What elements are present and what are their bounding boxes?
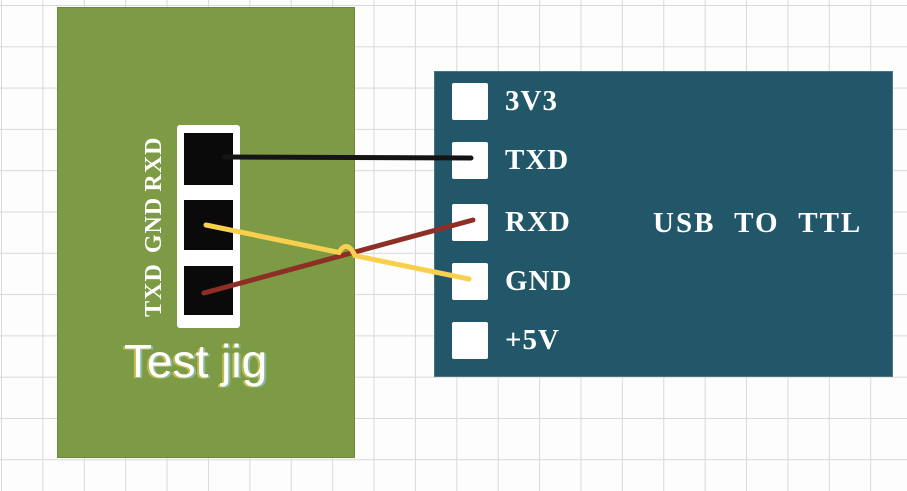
usb-ttl-pin-3v3 <box>452 83 488 120</box>
usb-ttl-pin-gnd <box>452 263 488 300</box>
test-jig-title: Test jig <box>124 335 268 387</box>
usb-ttl-pin-label-gnd: GND <box>505 265 573 297</box>
usb-ttl-board <box>434 71 893 377</box>
test-jig-pin-label-txd: TXD <box>140 263 167 317</box>
usb-ttl-pin-label-rxd: RXD <box>505 206 571 238</box>
usb-ttl-pin-txd <box>452 142 488 179</box>
test-jig-pin-txd <box>184 266 233 315</box>
usb-ttl-title: USB TO TTL <box>653 206 863 239</box>
usb-ttl-pin-5v <box>452 322 488 359</box>
usb-ttl-pin-label-5v: +5V <box>505 324 560 356</box>
usb-ttl-pin-rxd <box>452 204 488 241</box>
test-jig-pin-rxd <box>184 133 233 185</box>
usb-ttl-pin-label-3v3: 3V3 <box>505 85 558 117</box>
usb-ttl-pin-label-txd: TXD <box>505 144 570 176</box>
test-jig-pin-label-gnd: GND <box>140 196 167 254</box>
test-jig-pin-label-rxd: RXD <box>140 136 167 192</box>
test-jig-pin-gnd <box>184 200 233 250</box>
